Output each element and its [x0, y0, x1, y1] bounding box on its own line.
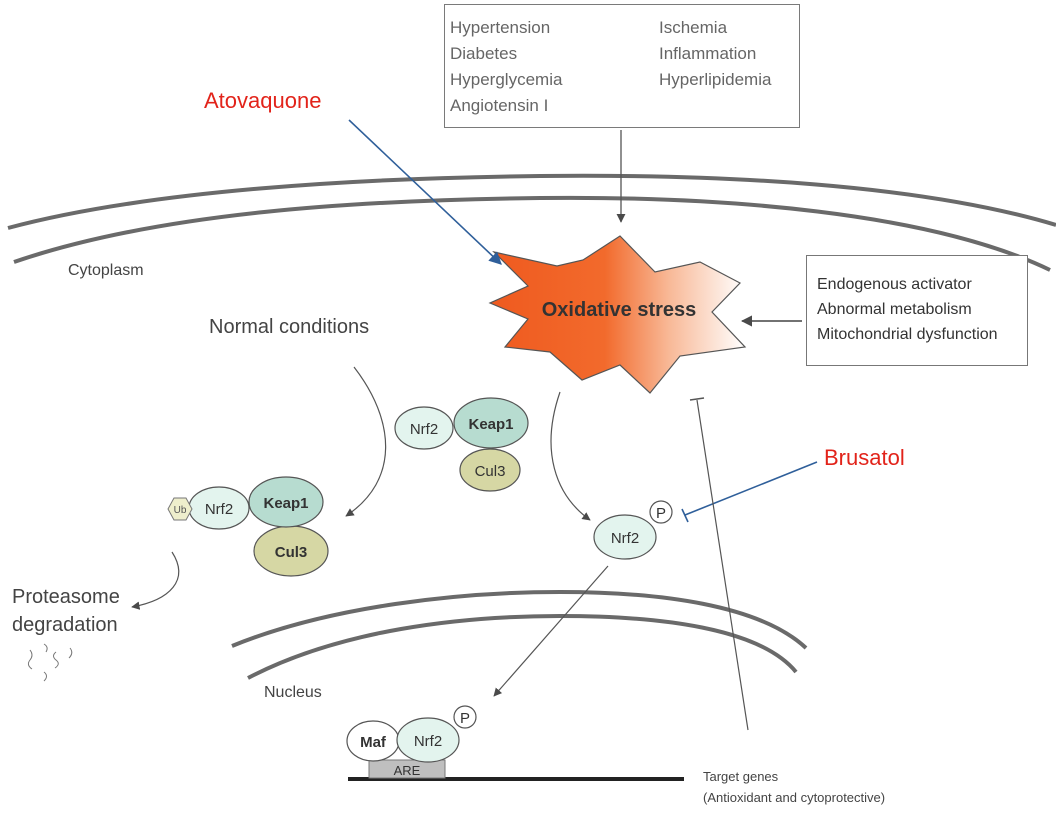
proteasome-arrow [131, 551, 180, 610]
nrf2-label-center: Nrf2 [410, 421, 438, 438]
nrf2-oval-nucleus [396, 717, 460, 763]
brusatol-inhibition-bar [681, 508, 689, 523]
target-genes-label-line2: (Antioxidant and cytoprotective) [703, 790, 886, 805]
cell-membrane-outer [7, 173, 1056, 230]
risk-factor-item-right-2: Hyperlipidemia [659, 70, 772, 89]
phospho-label-cyto: P [656, 505, 666, 522]
oxidative-stress-label: Oxidative stress [542, 299, 697, 321]
activator-item-2: Mitochondrial dysfunction [817, 326, 998, 343]
nuclear-translocation-arrow [493, 565, 609, 697]
nrf2-label-nucleus: Nrf2 [414, 733, 442, 750]
nrf2-oval-phospho [593, 514, 657, 560]
brusatol-inhibition-line [684, 461, 818, 516]
proteasome-label-line2: degradation [12, 614, 118, 636]
phospho-circle-cyto [649, 500, 673, 524]
normal-conditions-arrow [345, 366, 387, 517]
feedback-inhibition-line [696, 399, 749, 731]
nrf2-oval-center [394, 406, 454, 450]
cul3-label-left: Cul3 [275, 544, 308, 561]
proteasome-label-line1: Proteasome [12, 586, 120, 608]
ubiquitin-hexagon [167, 497, 193, 521]
cul3-oval-center [459, 448, 521, 492]
degradation-fragments [27, 643, 73, 682]
cell-membrane-inner [13, 195, 1051, 272]
risk-factor-item-left-2: Hyperglycemia [450, 70, 563, 89]
oxidative-stress-burst [488, 235, 747, 394]
target-genes-label-line1: Target genes [703, 769, 779, 784]
cytoplasm-label: Cytoplasm [68, 262, 144, 279]
are-box [368, 759, 446, 779]
nrf2-label-phospho: Nrf2 [611, 530, 639, 547]
risk-factor-item-right-0: Ischemia [659, 18, 728, 37]
feedback-inhibition-bar [689, 397, 705, 401]
activator-item-1: Abnormal metabolism [817, 301, 972, 318]
activator-item-0: Endogenous activator [817, 276, 972, 293]
risk-factor-item-left-3: Angiotensin I [450, 96, 549, 115]
keap1-label-left: Keap1 [263, 495, 308, 512]
keap1-label-center: Keap1 [468, 416, 513, 433]
stress-to-nrf2-arrow [550, 391, 591, 521]
phospho-circle-nucleus [453, 705, 477, 729]
risk-factor-item-left-1: Diabetes [450, 44, 518, 63]
nucleus-label: Nucleus [264, 684, 322, 701]
ub-label: Ub [174, 505, 187, 516]
risk-factor-item-right-1: Inflammation [659, 44, 757, 63]
cul3-label-center: Cul3 [475, 463, 506, 480]
brusatol-label: Brusatol [824, 445, 905, 470]
atovaquone-label: Atovaquone [204, 88, 322, 113]
risk-factor-item-left-0: Hypertension [450, 18, 551, 37]
nuclear-membrane-outer [231, 589, 808, 650]
normal-conditions-label: Normal conditions [209, 316, 370, 338]
keap1-oval-left [248, 476, 324, 528]
nuclear-membrane-inner [247, 613, 798, 680]
atovaquone-arrow [348, 119, 502, 265]
are-label: ARE [394, 763, 421, 778]
nrf2-label-left: Nrf2 [205, 501, 233, 518]
phospho-label-nucleus: P [460, 710, 470, 727]
maf-label: Maf [360, 734, 387, 751]
keap1-oval-center [453, 397, 529, 449]
